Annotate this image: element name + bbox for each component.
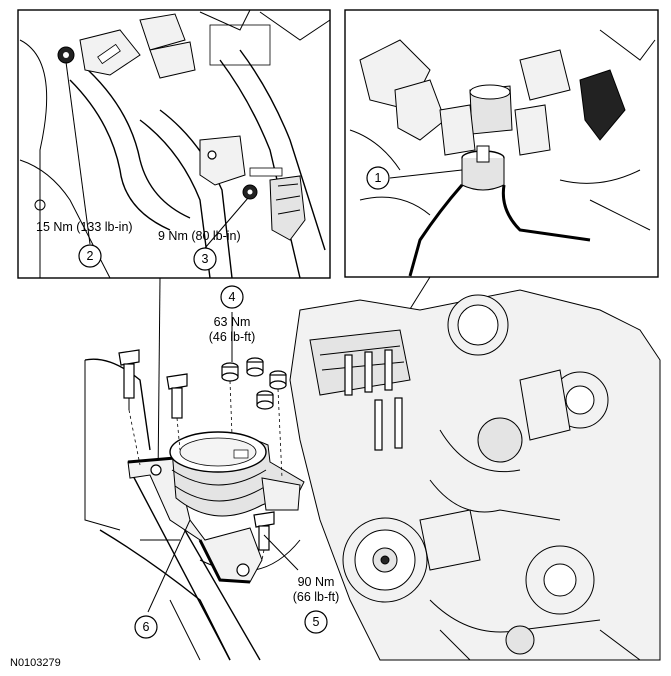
inset-leader-left <box>157 277 161 481</box>
stud-nut-3-icon <box>269 370 287 390</box>
stud-nut-1-icon <box>221 362 239 382</box>
bolt-2-icon <box>57 46 75 64</box>
alignment-lines <box>128 380 283 561</box>
mount-bolt-long-1-icon <box>118 349 140 410</box>
stud-nut-4-icon <box>256 390 274 410</box>
bolt-3-icon <box>242 184 258 200</box>
svg-text:3: 3 <box>202 252 209 266</box>
callout-5-leader <box>263 534 299 571</box>
stud-nut-2-icon <box>246 357 264 377</box>
callout-2: 2 <box>78 244 102 268</box>
mount-bolt-lower-icon <box>253 511 275 551</box>
figure-id: N0103279 <box>10 657 61 669</box>
throttle-body-icon <box>447 294 509 356</box>
callout-3: 3 <box>193 247 217 271</box>
torque-label-4-nm: 63 Nm <box>214 315 251 329</box>
left-inset-artwork <box>19 9 331 279</box>
callout-5: 5 <box>304 610 328 634</box>
hose-coupling-1-icon <box>461 145 505 191</box>
torque-label-5-lbft: (66 lb-ft) <box>293 590 340 604</box>
engine-artwork <box>289 289 661 661</box>
right-inset-artwork <box>349 29 656 277</box>
callout-6: 6 <box>134 615 158 639</box>
svg-text:4: 4 <box>229 290 236 304</box>
torque-label-5-nm: 90 Nm <box>298 575 335 589</box>
callout-4: 4 <box>220 285 244 309</box>
svg-text:6: 6 <box>143 620 150 634</box>
torque-label-3: 9 Nm (80 lb-in) <box>158 229 241 243</box>
torque-label-2: 15 Nm (133 lb-in) <box>36 220 133 234</box>
torque-label-4-lbft: (46 lb-ft) <box>209 330 256 344</box>
svg-text:1: 1 <box>375 171 382 185</box>
svg-text:5: 5 <box>313 615 320 629</box>
engine-mount-icon <box>127 431 305 584</box>
svg-text:2: 2 <box>87 249 94 263</box>
callout-1: 1 <box>366 166 390 190</box>
mount-bolt-long-2-icon <box>166 373 188 419</box>
crankshaft-pulley-icon <box>342 517 428 603</box>
callout-6-leader <box>147 519 191 613</box>
